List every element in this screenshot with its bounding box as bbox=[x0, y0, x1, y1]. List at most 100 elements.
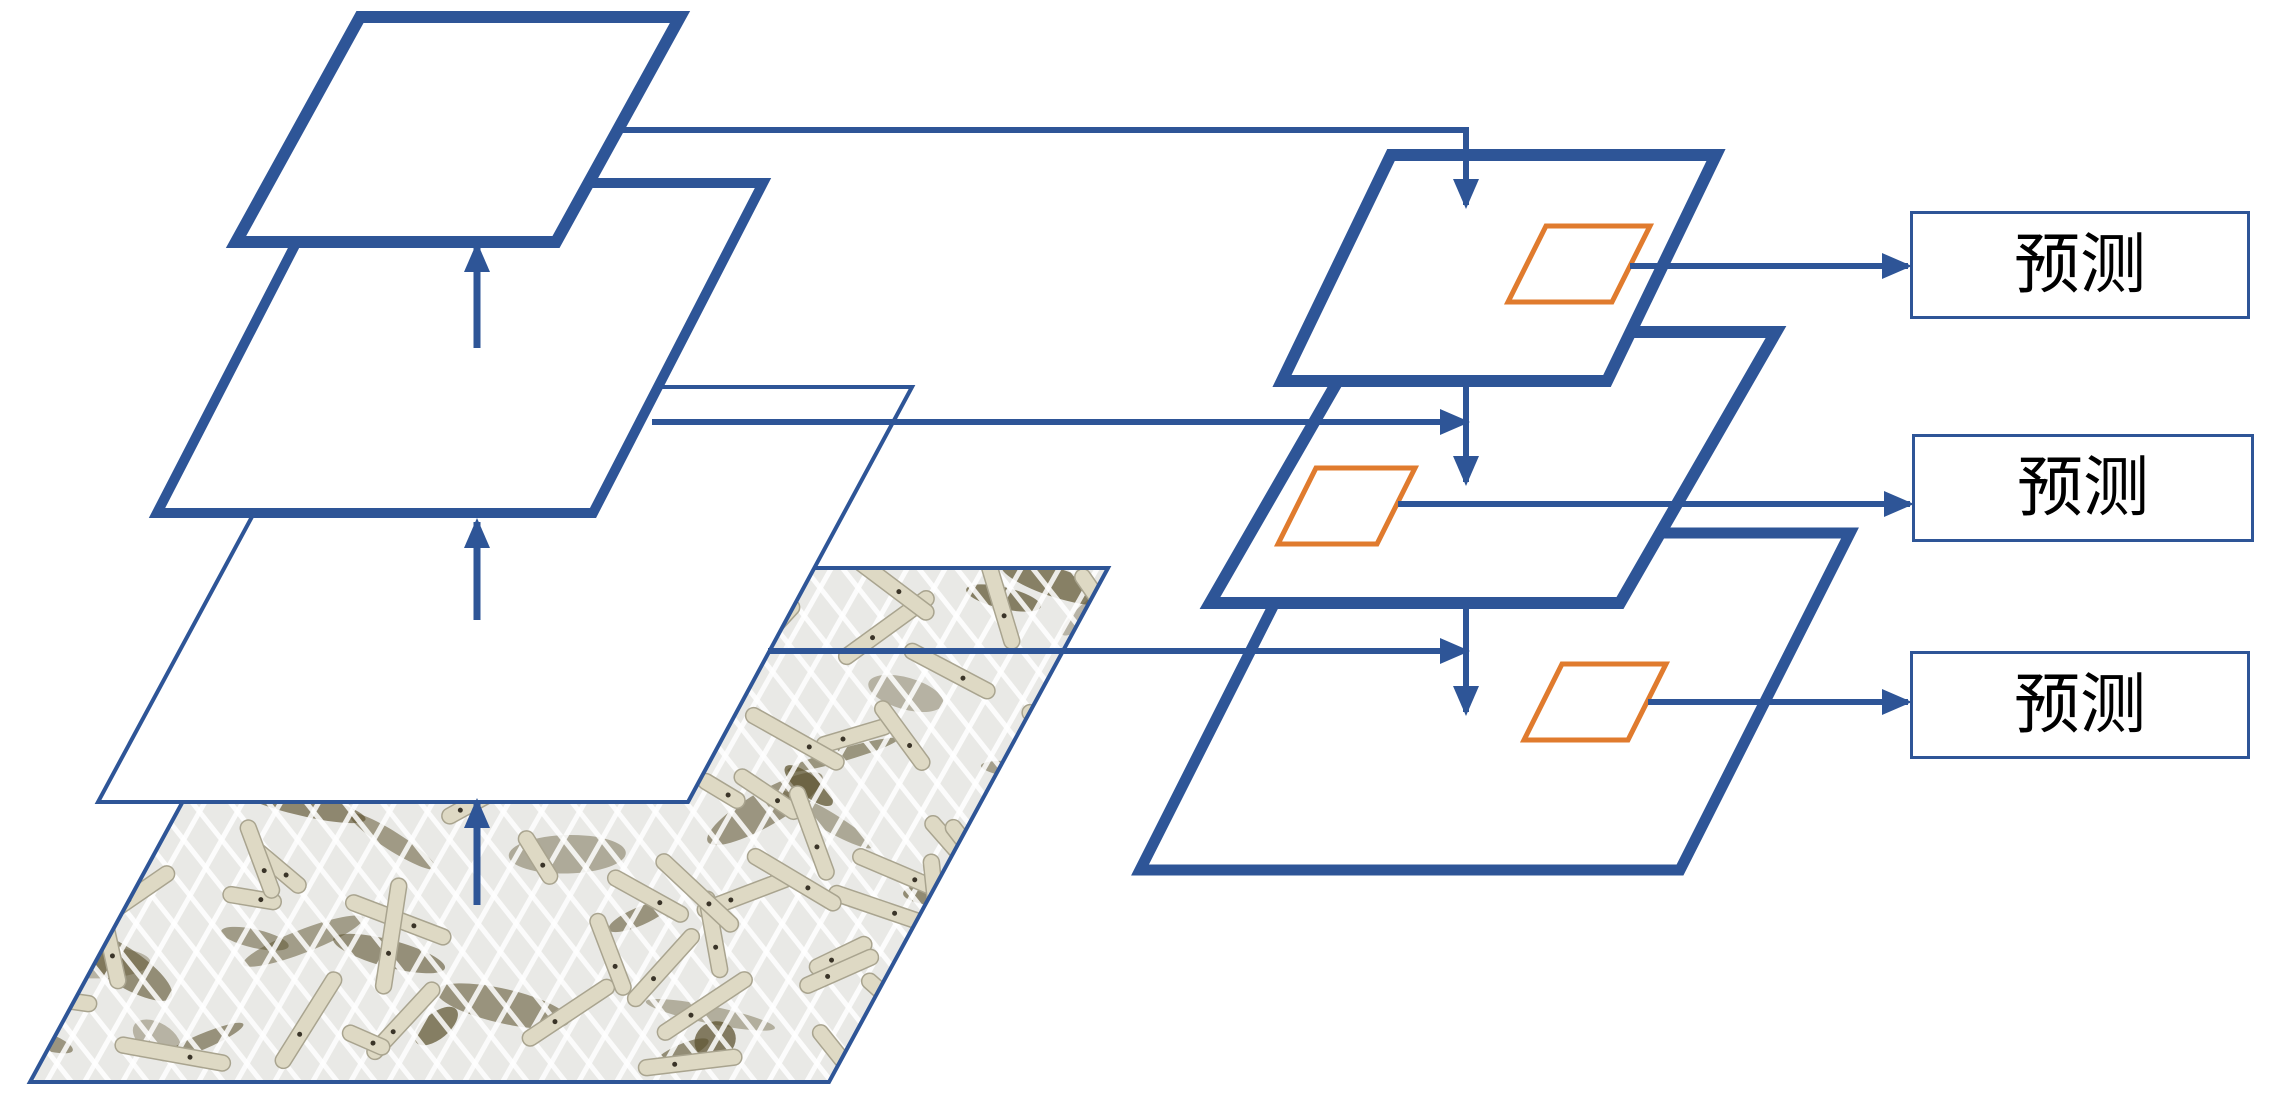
mesh-line bbox=[0, 560, 2, 1090]
backbone-layer-3 bbox=[225, 11, 691, 248]
mesh-line bbox=[30, 568, 194, 1082]
silkworm-marking bbox=[992, 879, 998, 885]
silkworm bbox=[903, 642, 996, 700]
silkworm-marking bbox=[457, 807, 463, 813]
silkworm-marking bbox=[283, 872, 289, 878]
mesh-line bbox=[1976, 560, 2274, 1090]
silkworm-marking bbox=[935, 921, 941, 927]
silkworm bbox=[589, 912, 632, 996]
silkworm bbox=[1017, 1051, 1093, 1082]
silkworm-marking bbox=[103, 711, 109, 717]
silkworm-marking bbox=[886, 996, 892, 1002]
silkworm-marking bbox=[1057, 976, 1063, 982]
silkworm-marking bbox=[969, 908, 975, 914]
silkworm bbox=[517, 830, 559, 885]
mesh-line bbox=[1938, 560, 2274, 1090]
silkworm-marking bbox=[113, 622, 119, 628]
silkworm-marking bbox=[907, 742, 913, 748]
leaf-fragment bbox=[917, 995, 1039, 1054]
silkworm bbox=[908, 953, 1008, 996]
silkworm-marking bbox=[775, 798, 781, 804]
silkworm bbox=[114, 1036, 232, 1072]
silkworm bbox=[944, 864, 990, 937]
silkworm bbox=[656, 971, 753, 1041]
lateral-top bbox=[620, 127, 1479, 209]
mesh-line bbox=[1748, 560, 2168, 1090]
leaf-fragment bbox=[974, 890, 1064, 952]
silkworm-marking bbox=[805, 885, 811, 891]
mesh-line bbox=[2014, 560, 2274, 1090]
silkworm-marking bbox=[960, 675, 966, 681]
prediction-box-2: 预测 bbox=[1912, 434, 2254, 542]
prediction-label-1: 预测 bbox=[2014, 226, 2146, 303]
silkworm-marking bbox=[651, 976, 657, 982]
mesh-line bbox=[1866, 560, 2166, 1090]
prediction-box-1: 预测 bbox=[1910, 211, 2250, 319]
leaf-fragment bbox=[645, 998, 775, 1031]
silkworm bbox=[274, 971, 343, 1070]
silkworm-marking bbox=[672, 1061, 678, 1067]
mesh-line bbox=[2242, 560, 2274, 1090]
leaf-fragment bbox=[349, 812, 436, 870]
mesh-line bbox=[2090, 560, 2274, 1090]
silkworm bbox=[1017, 826, 1052, 898]
mesh-line bbox=[1862, 560, 2274, 1090]
prediction-box-3: 预测 bbox=[1910, 651, 2250, 759]
mesh-line bbox=[1942, 560, 2242, 1090]
silkworm bbox=[944, 818, 1025, 917]
leaf-fragment bbox=[30, 689, 75, 704]
mesh-line bbox=[2052, 560, 2274, 1090]
anchor-boxes bbox=[1273, 223, 1671, 743]
silkworm-marking bbox=[853, 1074, 859, 1080]
anchor-box-bottom bbox=[1519, 661, 1671, 743]
fpn-layer-top bbox=[1272, 149, 1726, 387]
silkworm-marking bbox=[411, 923, 417, 929]
silkworm-marking bbox=[540, 862, 546, 868]
mesh-line bbox=[30, 568, 41, 1082]
silkworm-marking bbox=[870, 635, 876, 641]
silkworm-marking bbox=[941, 976, 947, 982]
silkworm bbox=[925, 1033, 946, 1082]
mesh-line bbox=[30, 568, 232, 1082]
silkworm-marking bbox=[187, 1054, 193, 1060]
silkworm-marking bbox=[370, 1040, 376, 1046]
prediction-label-2: 预测 bbox=[2017, 449, 2149, 526]
silkworm-marking bbox=[912, 877, 918, 883]
silkworm bbox=[239, 819, 281, 899]
silkworm bbox=[222, 885, 282, 911]
silkworm-marking bbox=[806, 744, 812, 750]
leaf-fragment bbox=[910, 978, 1042, 1041]
silkworm-marking bbox=[840, 736, 846, 742]
silkworm bbox=[744, 706, 845, 771]
leaf-fragment bbox=[58, 624, 100, 654]
leaf-fragment bbox=[784, 765, 833, 807]
silkworm-marking bbox=[1001, 613, 1007, 619]
silkworm-marking bbox=[1063, 1067, 1069, 1073]
leaf-fragment bbox=[414, 1006, 458, 1046]
silkworm bbox=[799, 948, 880, 994]
silkworm-marking bbox=[261, 868, 267, 874]
silkworm bbox=[995, 774, 1035, 882]
silkworm-marking bbox=[725, 792, 731, 798]
silkworm bbox=[788, 785, 835, 881]
silkworm bbox=[626, 927, 701, 1008]
leaf-fragment bbox=[221, 926, 289, 951]
silkworm-marking bbox=[892, 910, 898, 916]
mesh-line bbox=[2166, 560, 2274, 1090]
silkworm-marking bbox=[934, 1084, 939, 1089]
silkworm-marking bbox=[390, 1029, 396, 1035]
silkworm bbox=[87, 580, 133, 650]
silkworm-marking bbox=[55, 996, 61, 1002]
mesh-line bbox=[1904, 560, 2204, 1090]
prediction-label-3: 预测 bbox=[2014, 666, 2146, 743]
mesh-line bbox=[2128, 560, 2274, 1090]
mesh-line bbox=[1828, 560, 2128, 1090]
silkworm bbox=[655, 853, 740, 933]
anchor-box-top bbox=[1503, 223, 1655, 305]
lateral-connections bbox=[620, 127, 1479, 664]
silkworm-marking bbox=[386, 950, 392, 956]
mesh-line bbox=[1824, 560, 2244, 1090]
silkworm-marking bbox=[258, 897, 264, 903]
mesh-line bbox=[30, 568, 42, 1082]
mesh-line bbox=[30, 568, 80, 1082]
